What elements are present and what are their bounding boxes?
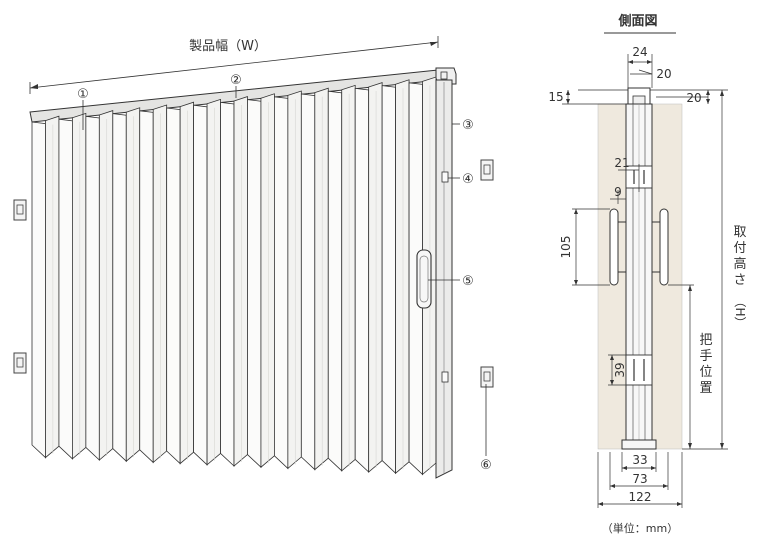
dim-39: 39 (613, 362, 627, 377)
dim-20-top: 20 (656, 67, 671, 81)
dim-9: 9 (614, 185, 622, 199)
pleat-panel (58, 118, 73, 460)
pleat-panel (368, 82, 383, 473)
pleat-panel (193, 104, 208, 466)
pleat-panel (85, 115, 100, 461)
callout-6: ⑥ (480, 458, 492, 473)
handle-char-1: 把 (699, 333, 712, 348)
callout-3: ③ (462, 118, 474, 133)
dim-15: 15 (548, 90, 563, 104)
handle-char-2: 手 (699, 349, 712, 364)
pleat-panel (341, 84, 356, 472)
callout-leaders (82, 86, 487, 456)
pleat-panel (45, 115, 60, 459)
dim-73: 73 (632, 472, 647, 486)
width-label: 製品幅（W） (189, 39, 267, 54)
callout-2: ② (230, 73, 242, 88)
pleat-panel (139, 110, 154, 464)
pleat-panel (287, 90, 302, 470)
pleat-panel (166, 107, 181, 465)
pleat-panel (381, 85, 397, 475)
pleat-panel (247, 99, 262, 469)
handle (416, 249, 432, 309)
side-arrowheads (566, 60, 724, 506)
handle-char-3: 位 (699, 365, 712, 380)
pleat-panel (395, 79, 410, 475)
callout-5: ⑤ (462, 274, 474, 289)
pleat-panel (112, 113, 127, 463)
height-char-1: 取 (733, 225, 746, 240)
height-char-5: （H） (733, 295, 747, 328)
pleat-panel (179, 101, 195, 465)
dim-122: 122 (629, 490, 652, 504)
side-dimension-lines (562, 54, 728, 508)
side-view: 側面図 (548, 13, 747, 535)
dim-20-right: 20 (686, 91, 701, 105)
pleat-panel (72, 112, 87, 460)
pleat-panel (327, 90, 343, 472)
pleat-panel (273, 96, 289, 470)
pleat-panel (152, 104, 168, 464)
dim-21: 21 (614, 156, 629, 170)
pleat-panel (220, 101, 235, 467)
pleat-panel (125, 107, 141, 463)
dim-24: 24 (632, 45, 647, 59)
pleat-panel (354, 87, 370, 473)
pleat-panel (98, 110, 114, 461)
pleat-panel (314, 87, 329, 471)
handle-side-right (652, 208, 669, 286)
main-view: 製品幅（W） (13, 36, 494, 479)
unit-label: （単位：mm） (602, 521, 678, 535)
callout-4: ④ (462, 172, 474, 187)
handle-position-label: 把 手 位 置 (699, 333, 712, 396)
handle-char-4: 置 (699, 381, 712, 396)
wall-bracket-left-bottom (13, 352, 27, 374)
pleat-panel (206, 98, 221, 466)
height-label: 取 付 高 さ （H） (733, 225, 747, 329)
width-dimension: 製品幅（W） (29, 36, 439, 94)
height-char-3: 高 (733, 256, 746, 272)
dim-33: 33 (632, 453, 647, 467)
wall-bracket-left-top (13, 199, 27, 221)
pleat-panel (31, 121, 46, 459)
pleat-panel (260, 93, 275, 469)
callout-1: ① (77, 87, 89, 102)
wall-bracket-right-top (480, 159, 494, 181)
latch-lower (625, 354, 653, 386)
height-char-4: さ (733, 273, 746, 288)
height-char-2: 付 (733, 241, 746, 256)
handle-side-left (609, 208, 626, 286)
wall-bracket-right-bottom (480, 366, 494, 388)
dim-105: 105 (559, 236, 573, 259)
pleat-panel (300, 93, 316, 471)
pleated-panels (31, 76, 437, 476)
side-view-title: 側面図 (617, 13, 657, 29)
pleat-panel (233, 96, 248, 467)
